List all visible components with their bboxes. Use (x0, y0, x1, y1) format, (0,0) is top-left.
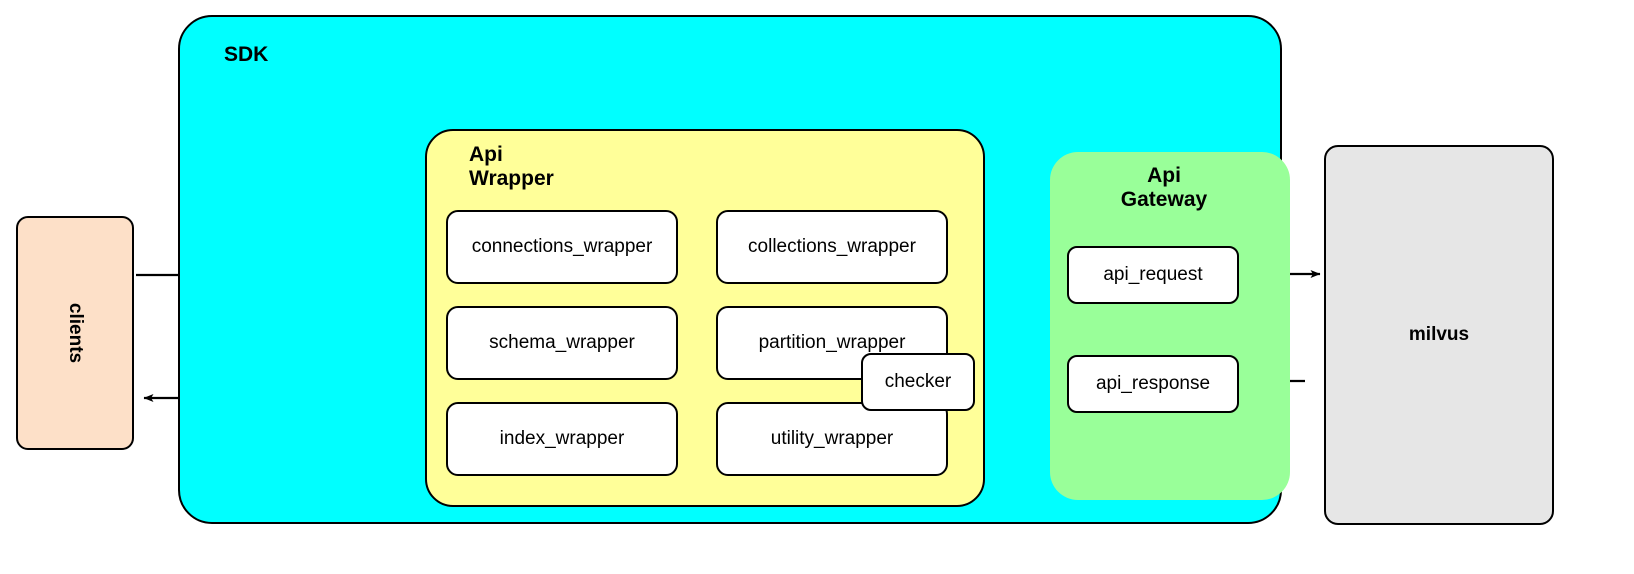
clients-box[interactable]: clients (16, 216, 134, 450)
api-wrapper-label: Api Wrapper (469, 143, 554, 190)
api-wrapper-label-line2: Wrapper (469, 166, 554, 190)
wrapper-cell-collections[interactable]: collections_wrapper (716, 210, 948, 284)
wrapper-cell-connections[interactable]: connections_wrapper (446, 210, 678, 284)
sdk-container[interactable]: SDK Api Wrapper connections_wrapper coll… (178, 15, 1290, 524)
api-gateway-label-line2: Gateway (1120, 187, 1208, 211)
api-request-box[interactable]: api_request (1067, 246, 1239, 304)
wrapper-cell-index[interactable]: index_wrapper (446, 402, 678, 476)
sdk-label: SDK (224, 43, 269, 66)
api-gateway-label: Api Gateway (1064, 164, 1264, 211)
wrapper-cell-utility[interactable]: utility_wrapper (716, 402, 948, 476)
wrapper-cell-schema[interactable]: schema_wrapper (446, 306, 678, 380)
milvus-box[interactable]: milvus (1324, 145, 1554, 525)
api-gateway-label-line1: Api (1147, 164, 1181, 187)
checker-box[interactable]: checker (861, 353, 975, 411)
api-response-box[interactable]: api_response (1067, 355, 1239, 413)
api-gateway-container[interactable]: Api Gateway api_request api_response (1050, 152, 1290, 500)
api-wrapper-label-line1: Api (469, 143, 503, 166)
api-wrapper-container[interactable]: Api Wrapper connections_wrapper collecti… (425, 129, 985, 507)
clients-label: clients (64, 302, 86, 364)
